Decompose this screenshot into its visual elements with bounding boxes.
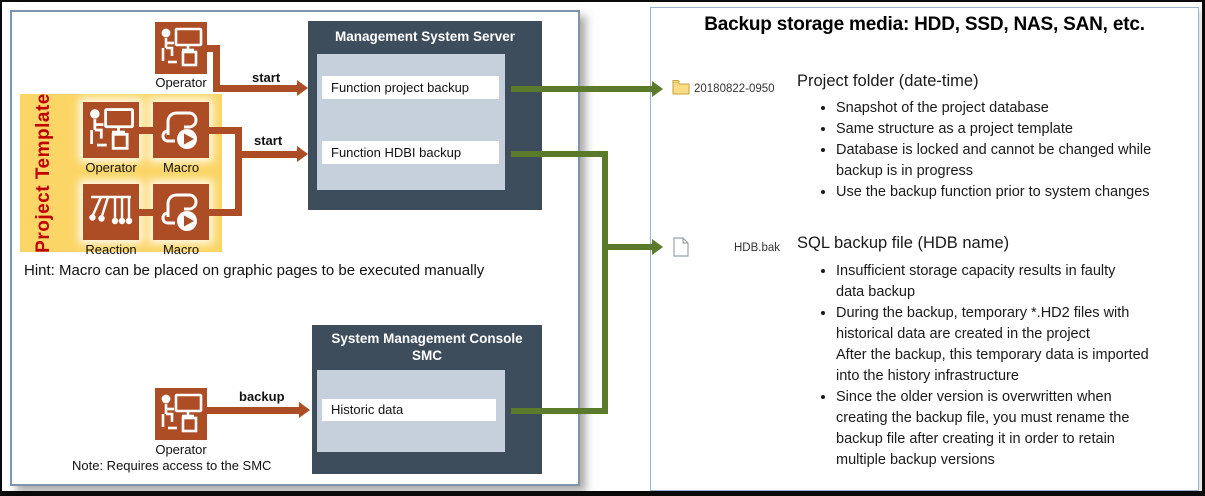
connector-line bbox=[207, 407, 299, 414]
connector-line bbox=[235, 127, 242, 216]
function-project-backup-bar: Function project backup bbox=[322, 76, 499, 99]
operator-icon-glyph bbox=[155, 22, 207, 74]
hint-text: Hint: Macro can be placed on graphic pag… bbox=[24, 262, 554, 279]
green-connector-line bbox=[511, 408, 608, 414]
arrowhead-icon bbox=[297, 80, 308, 96]
operator-icon bbox=[155, 388, 207, 440]
smc-box: System Management Console SMC Historic d… bbox=[312, 325, 542, 474]
arrowhead-icon bbox=[297, 146, 308, 162]
storage-media-title: Backup storage media: HDD, SSD, NAS, SAN… bbox=[651, 14, 1198, 36]
connector-line bbox=[242, 151, 297, 158]
folder-icon bbox=[672, 79, 690, 95]
bullet-item: Use the backup function prior to system … bbox=[836, 182, 1199, 203]
project-folder-heading: Project folder (date-time) bbox=[797, 72, 979, 91]
reaction-label: Reaction bbox=[73, 242, 149, 257]
bullet-item: Snapshot of the project database bbox=[836, 98, 1199, 119]
green-connector-line bbox=[511, 86, 654, 92]
connector-line bbox=[139, 127, 153, 134]
project-template-label: Project Template bbox=[29, 93, 59, 253]
green-connector-line bbox=[608, 244, 652, 250]
project-folder-bullet-list: Snapshot of the project database Same st… bbox=[814, 98, 1199, 203]
operator-bottom-label: Operator bbox=[145, 442, 217, 457]
server-title: Management System Server bbox=[308, 21, 542, 45]
bullet-item: Same structure as a project template bbox=[836, 119, 1199, 140]
backup-label: backup bbox=[239, 389, 285, 404]
green-arrowhead-icon bbox=[652, 81, 663, 97]
start-label-1: start bbox=[252, 70, 280, 85]
start-label-2: start bbox=[254, 133, 282, 148]
macro-bottom-label: Macro bbox=[143, 242, 219, 257]
function-hdbi-backup-bar: Function HDBI backup bbox=[322, 141, 499, 164]
management-system-server-box: Management System Server Function projec… bbox=[308, 21, 542, 210]
macro-icon-glyph bbox=[153, 102, 209, 158]
reaction-icon bbox=[83, 184, 139, 240]
smc-title-line1: System Management Console bbox=[312, 330, 542, 347]
macro-top-label: Macro bbox=[143, 160, 219, 175]
server-inner-panel: Function project backup Function HDBI ba… bbox=[317, 54, 505, 190]
sql-backup-bullet-list: Insufficient storage capacity results in… bbox=[814, 261, 1205, 471]
arrowhead-icon bbox=[299, 402, 310, 418]
diagram-panel: Operator start Project Template Operator bbox=[10, 10, 580, 486]
operator-icon-glyph bbox=[83, 102, 139, 158]
historic-data-bar: Historic data bbox=[322, 399, 496, 421]
macro-icon-glyph bbox=[153, 184, 209, 240]
bullet-item: During the backup, temporary *.HD2 files… bbox=[836, 303, 1205, 387]
operator-top-label: Operator bbox=[145, 75, 217, 90]
smc-title-line2: SMC bbox=[312, 347, 542, 364]
green-connector-line bbox=[511, 151, 608, 157]
bullet-item: Database is locked and cannot be changed… bbox=[836, 140, 1199, 182]
sql-backup-heading: SQL backup file (HDB name) bbox=[797, 234, 1009, 253]
connector-line bbox=[213, 85, 297, 92]
folder-name-label: 20180822-0950 bbox=[694, 83, 775, 95]
storage-description-panel: Backup storage media: HDD, SSD, NAS, SAN… bbox=[650, 7, 1199, 491]
operator-icon-glyph bbox=[155, 388, 207, 440]
operator-mid-label: Operator bbox=[73, 160, 149, 175]
file-icon bbox=[673, 237, 689, 257]
reaction-icon-glyph bbox=[83, 184, 139, 240]
smc-inner-panel: Historic data bbox=[317, 370, 505, 452]
operator-icon bbox=[83, 102, 139, 158]
note-text: Note: Requires access to the SMC bbox=[72, 458, 332, 473]
macro-icon bbox=[153, 102, 209, 158]
operator-icon bbox=[155, 22, 207, 74]
green-connector-line bbox=[602, 151, 608, 414]
bullet-item: Insufficient storage capacity results in… bbox=[836, 261, 1205, 303]
macro-icon bbox=[153, 184, 209, 240]
sql-file-name-label: HDB.bak bbox=[734, 242, 780, 254]
green-arrowhead-icon bbox=[652, 239, 663, 255]
connector-line bbox=[139, 209, 153, 216]
bullet-item: Since the older version is overwritten w… bbox=[836, 387, 1205, 471]
